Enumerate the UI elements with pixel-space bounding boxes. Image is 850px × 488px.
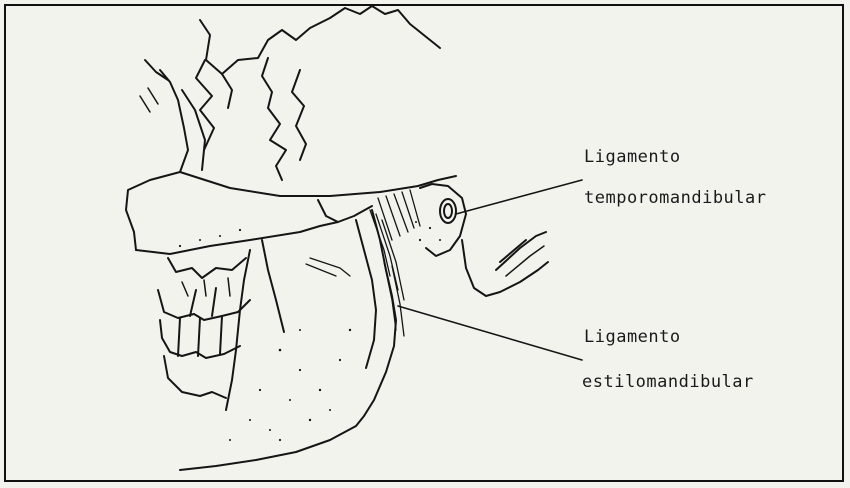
leader-line-estilomandibular [398,306,582,360]
bone-stippling [179,221,441,441]
styloid-process [462,240,548,296]
upper-teeth [168,258,246,278]
label-estilomandibular-line2: estilomandibular [582,372,754,392]
cranial-suture-lines [200,6,440,74]
label-estilomandibular-line1: Ligamento [584,327,681,347]
leader-line-temporomandibular [456,180,582,214]
orbit-outline [126,70,188,250]
zygomatic-arch [180,172,456,196]
lower-teeth [164,356,226,398]
label-temporomandibular-line1: Ligamento [584,147,681,167]
label-temporomandibular-line2: temporomandibular [584,188,767,208]
